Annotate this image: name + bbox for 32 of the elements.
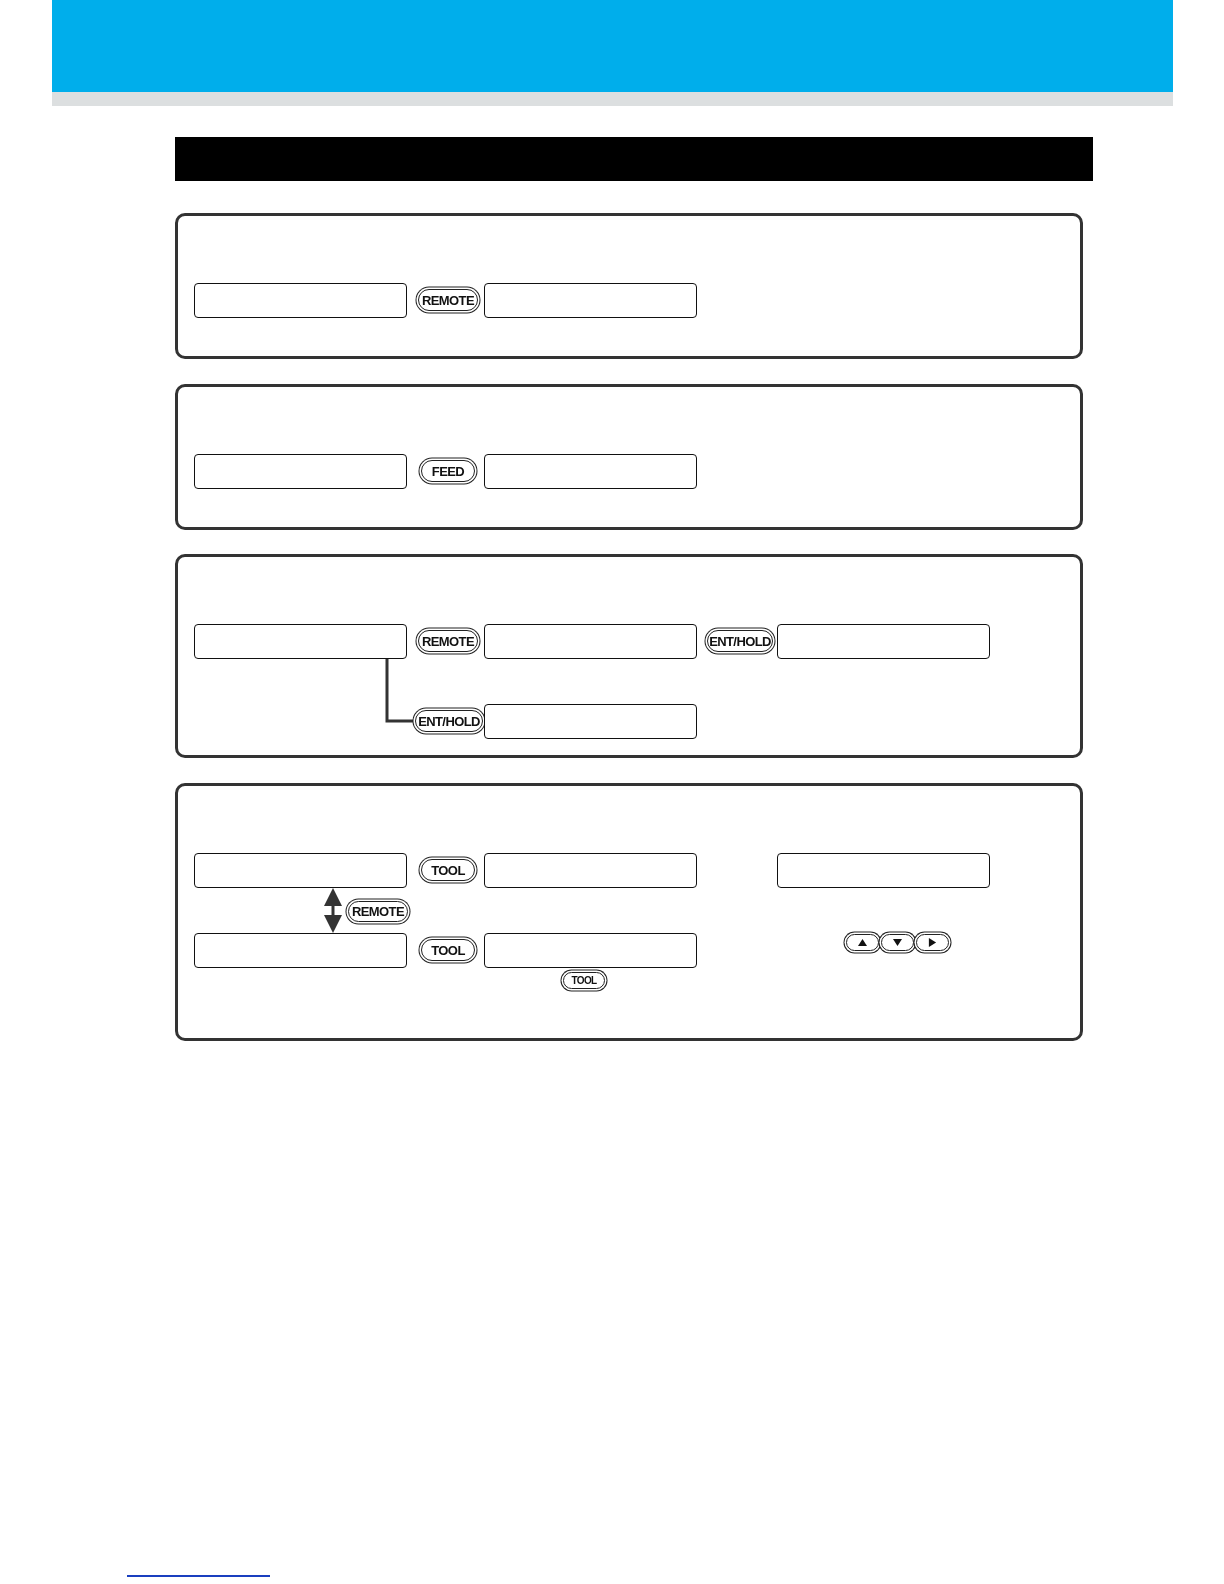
arrow-key (881, 934, 914, 951)
key-button: REMOTE (418, 630, 478, 652)
lcd-display-box (194, 283, 407, 318)
lcd-display-box (484, 933, 697, 968)
key-button: TOOL (421, 939, 475, 961)
step-panel (175, 384, 1083, 530)
step-panel (175, 554, 1083, 758)
section-heading-bar (175, 137, 1093, 181)
lcd-display-box (484, 283, 697, 318)
key-button: REMOTE (348, 901, 408, 922)
lcd-display-box (777, 853, 990, 888)
lcd-display-box (484, 704, 697, 739)
lcd-display-box (484, 853, 697, 888)
lcd-display-box (777, 624, 990, 659)
connector-line (385, 659, 415, 723)
lcd-display-box (194, 853, 407, 888)
step-panel (175, 783, 1083, 1041)
key-button: TOOL (421, 859, 475, 881)
key-button: FEED (421, 460, 475, 482)
key-button: TOOL (563, 972, 605, 989)
lcd-display-box (194, 454, 407, 489)
step-panel (175, 213, 1083, 359)
key-button: REMOTE (418, 289, 478, 311)
key-button: ENT/HOLD (415, 710, 483, 732)
lcd-display-box (194, 933, 407, 968)
arrow-key (846, 934, 879, 951)
lcd-display-box (484, 624, 697, 659)
lcd-display-box (484, 454, 697, 489)
double-arrow (324, 888, 342, 933)
key-button: ENT/HOLD (707, 630, 773, 652)
arrow-key (916, 934, 949, 951)
lcd-display-box (194, 624, 407, 659)
